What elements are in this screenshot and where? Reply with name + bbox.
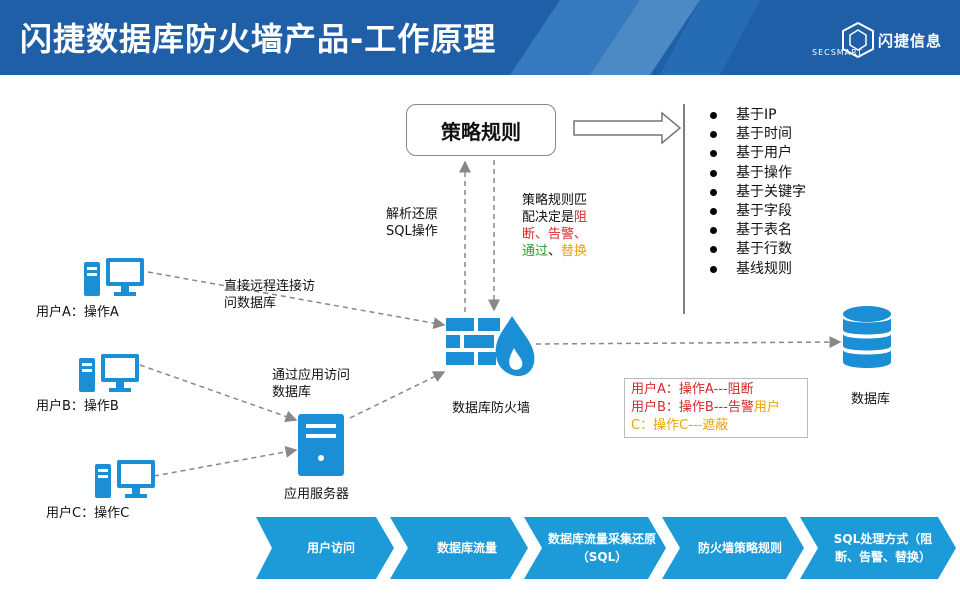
direct-access-label: 直接远程连接访 问数据库 bbox=[224, 279, 316, 311]
user-b-to-server-arrow bbox=[139, 364, 298, 423]
action-legend-box: 用户A：操作A---阻断 用户B：操作B---告警用户 C：操作C---遮蔽 bbox=[624, 378, 808, 438]
user-b-computer-icon bbox=[79, 354, 139, 392]
rule-item: 基线规则 bbox=[706, 260, 806, 279]
database-icon bbox=[843, 306, 891, 368]
brand-small-text: SECSMART bbox=[812, 48, 864, 57]
legend-line-c: C：操作C---遮蔽 bbox=[631, 418, 729, 433]
legend-line-a: 用户A：操作A---阻断 bbox=[631, 382, 754, 397]
process-step-firewall-policy: 防火墙策略规则 bbox=[697, 541, 782, 555]
app-server-icon bbox=[298, 414, 344, 476]
user-c-computer-icon bbox=[95, 460, 155, 498]
user-c-label: 用户C：操作C bbox=[46, 506, 130, 521]
brand-name: 闪捷信息 bbox=[877, 31, 942, 50]
brand-logo: 闪捷信息 bbox=[838, 20, 942, 60]
firewall-to-db-arrow bbox=[535, 336, 842, 349]
user-a-label: 用户A：操作A bbox=[36, 305, 119, 320]
app-server-label: 应用服务器 bbox=[284, 487, 350, 502]
header-banner: 闪捷数据库防火墙产品-工作原理 闪捷信息 SECSMART bbox=[0, 0, 960, 75]
rule-item: 基于关键字 bbox=[706, 183, 806, 202]
process-step-sql-handling: SQL处理方式（阻断、告警、替换） bbox=[833, 532, 933, 564]
secsmart-logo-icon bbox=[841, 21, 874, 59]
rule-item: 基于操作 bbox=[706, 164, 806, 183]
process-step-db-traffic: 数据库流量 bbox=[436, 541, 497, 555]
database-label: 数据库 bbox=[851, 392, 891, 407]
rule-item: 基于字段 bbox=[706, 202, 806, 221]
user-c-to-server-arrow bbox=[153, 445, 298, 477]
rule-item: 基于时间 bbox=[706, 125, 806, 144]
policy-rules-box: 策略规则 bbox=[406, 104, 556, 156]
process-step-user-access: 用户访问 bbox=[306, 541, 355, 555]
process-flow: 用户访问 数据库流量 数据库流量采集还原（SQL） 防火墙策略规则 SQL处理方… bbox=[256, 517, 956, 579]
rule-item: 基于用户 bbox=[706, 144, 806, 163]
rule-item: 基于IP bbox=[706, 106, 806, 125]
rule-bases-list: 基于IP 基于时间 基于用户 基于操作 基于关键字 基于字段 基于表名 基于行数… bbox=[706, 106, 806, 279]
firewall-icon bbox=[446, 316, 535, 376]
parse-sql-label: 解析还原 SQL操作 bbox=[386, 207, 439, 239]
match-decision-label: 策略规则匹 配决定是阻 断、告警、 通过、替换 bbox=[522, 193, 588, 259]
rule-item: 基于表名 bbox=[706, 221, 806, 240]
page-title: 闪捷数据库防火墙产品-工作原理 bbox=[20, 20, 497, 58]
policy-to-rules-arrow bbox=[573, 111, 682, 145]
legend-line-b: 用户B：操作B---告警用户 bbox=[631, 400, 780, 415]
process-step-traffic-capture: 数据库流量采集还原（SQL） bbox=[548, 532, 657, 564]
process-chevrons bbox=[256, 517, 956, 579]
user-b-label: 用户B：操作B bbox=[36, 399, 119, 414]
user-a-computer-icon bbox=[84, 258, 144, 296]
app-access-label: 通过应用访问 数据库 bbox=[272, 368, 351, 400]
server-to-firewall-arrow bbox=[349, 371, 446, 419]
firewall-label: 数据库防火墙 bbox=[452, 401, 531, 416]
header-stripes bbox=[510, 0, 760, 75]
rule-item: 基于行数 bbox=[706, 240, 806, 259]
